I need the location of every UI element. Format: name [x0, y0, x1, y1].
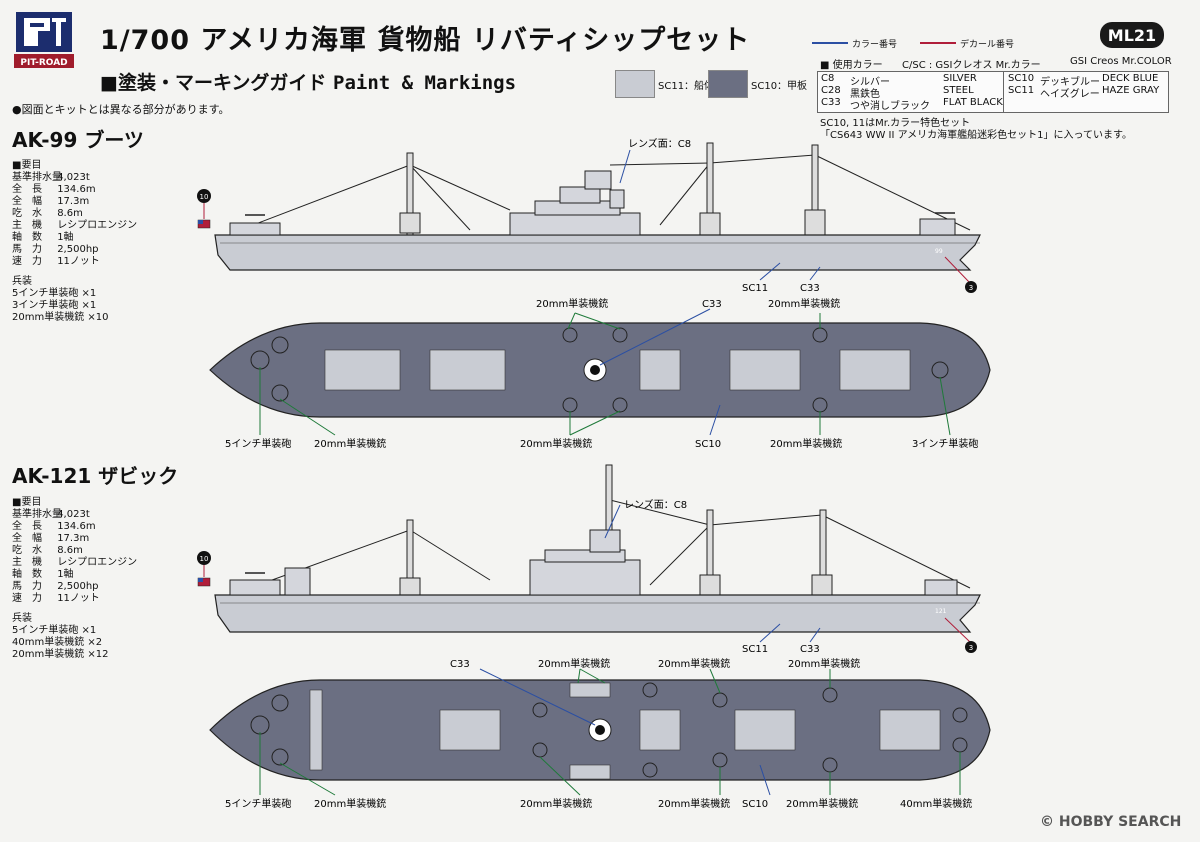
paints-brand-jp: C/SC : GSIクレオス Mr.カラー: [902, 60, 1041, 71]
product-code-badge: ML21: [1100, 22, 1164, 48]
callout-bot2: 20mm単装機銃: [314, 437, 386, 450]
paint-en: STEEL: [943, 85, 974, 96]
paint-jp: ヘイズグレー: [1040, 89, 1100, 100]
hull-number: 121: [935, 608, 947, 615]
ship-2-specs: ■要目 基準排水量 4,023t 全 長 134.6m 全 幅 17.3m 吃 …: [12, 497, 138, 660]
hull-number: 99: [935, 248, 943, 255]
paint-jp: シルバー: [850, 77, 890, 88]
ship-1-specs: ■要目 基準排水量 4,023t 全 長 134.6m 全 幅 17.3m 吃 …: [12, 160, 138, 323]
decal-hull-number: 3: [969, 644, 973, 652]
swatch-sc10: [708, 70, 748, 98]
spec-heading: ■要目: [12, 497, 42, 508]
decal-number-label: デカール番号: [960, 40, 1015, 50]
decal-flag-number: 10: [200, 555, 209, 563]
swatch-sc10-label: SC10：甲板: [751, 81, 808, 92]
callout-lens: レンズ面：C8: [624, 498, 687, 511]
paint-code: C28: [821, 85, 841, 96]
swatch-sc11: [615, 70, 655, 98]
paint-code: C8: [821, 73, 835, 84]
callout-bot2: 20mm単装機銃: [314, 797, 386, 810]
callout-lens: レンズ面：C8: [628, 137, 691, 150]
subtitle-en: Paint & Markings: [333, 72, 517, 94]
decal-flag-number: 10: [200, 193, 209, 201]
diagram-note: ●図面とキットとは異なる部分があります。: [12, 103, 230, 116]
callout-sc11: SC11: [742, 644, 768, 655]
paint-en: DECK BLUE: [1102, 73, 1159, 84]
paint-table: C8 シルバー SILVER C28 黒鉄色 STEEL C33 つや消しブラッ…: [817, 71, 1169, 113]
callout-bot5: 20mm単装機銃: [770, 437, 842, 450]
callout-top3: 20mm単装機銃: [768, 297, 840, 310]
paint-jp: 黒鉄色: [850, 89, 880, 100]
color-number-line: [812, 42, 848, 44]
callout-sc11: SC11: [742, 283, 768, 294]
watermark-text: HOBBY SEARCH: [1058, 814, 1182, 830]
ship-2-side-profile: 121 レンズ面：C8 SC11 C33 10 3: [197, 464, 981, 655]
paint-en: FLAT BLACK: [943, 97, 1003, 108]
callout-top0: C33: [450, 659, 470, 670]
callout-bot3: 20mm単装機銃: [520, 437, 592, 450]
paints-heading: ■ 使用カラー: [820, 60, 883, 71]
callout-bot3: 20mm単装機銃: [520, 797, 592, 810]
callout-c33: C33: [800, 283, 820, 294]
ship-2-name: AK-121 ザビック: [12, 464, 179, 488]
paint-code: SC11: [1008, 85, 1035, 96]
paint-jp: デッキブルー: [1040, 77, 1100, 88]
callout-top2: 20mm単装機銃: [658, 657, 730, 670]
paint-en: HAZE GRAY: [1102, 85, 1160, 96]
paint-code: C33: [821, 97, 841, 108]
paint-en: SILVER: [943, 73, 977, 84]
subtitle-jp: ■塗装・マーキングガイド: [100, 72, 327, 94]
paint-jp: つや消しブラック: [850, 101, 930, 112]
callout-bot4: SC10: [695, 439, 721, 450]
swatch-sc11-label: SC11：船体: [658, 81, 715, 92]
color-number-label: カラー番号: [852, 40, 898, 50]
ship-1-name: AK-99 ブーツ: [12, 128, 144, 152]
callout-top2: C33: [702, 299, 722, 310]
callout-top1: 20mm単装機銃: [538, 657, 610, 670]
ship-1-side-profile: 99 レンズ面：C8 SC11 C33 10 3: [197, 137, 981, 294]
callout-bot1: 5インチ単装砲: [225, 437, 291, 450]
decal-number-line: [920, 42, 956, 44]
callout-top3: 20mm単装機銃: [788, 657, 860, 670]
decal-hull-number: 3: [969, 284, 973, 292]
paints-note-2: 「CS643 WW II アメリカ海軍艦船迷彩色セット1」に入っています。: [820, 130, 1132, 141]
copyright-mark: ©: [1040, 814, 1054, 830]
ship-1-top-view: 20mm単装機銃 C33 20mm単装機銃 5インチ単装砲 20mm単装機銃 2…: [209, 297, 991, 450]
callout-bot4: 20mm単装機銃: [658, 797, 730, 810]
callout-c33: C33: [800, 644, 820, 655]
paint-code: SC10: [1008, 73, 1035, 84]
callout-bot6: 20mm単装機銃: [786, 797, 858, 810]
page-title: 1/700 アメリカ海軍 貨物船 リバティシップセット: [100, 25, 751, 56]
arms-heading: 兵装: [12, 613, 32, 624]
callout-bot5: SC10: [742, 799, 768, 810]
callout-bot1: 5インチ単装砲: [225, 797, 291, 810]
arms-heading: 兵装: [12, 276, 32, 287]
callout-bot7: 40mm単装機銃: [900, 797, 972, 810]
page-subtitle: ■塗装・マーキングガイド Paint & Markings: [100, 68, 516, 95]
callout-bot6: 3インチ単装砲: [912, 437, 978, 450]
pit-road-logo: PIT-ROAD: [10, 10, 80, 72]
ship-2-top-view: C33 20mm単装機銃 20mm単装機銃 20mm単装機銃 5インチ単装砲 2…: [209, 657, 991, 810]
brand-name: PIT-ROAD: [20, 58, 67, 68]
watermark: © HOBBY SEARCH: [1040, 814, 1181, 830]
callout-top1: 20mm単装機銃: [536, 297, 608, 310]
spec-heading: ■要目: [12, 160, 42, 171]
paints-brand-en: GSI Creos Mr.COLOR: [1070, 56, 1172, 67]
paints-note-1: SC10, 11はMr.カラー特色セット: [820, 118, 971, 129]
